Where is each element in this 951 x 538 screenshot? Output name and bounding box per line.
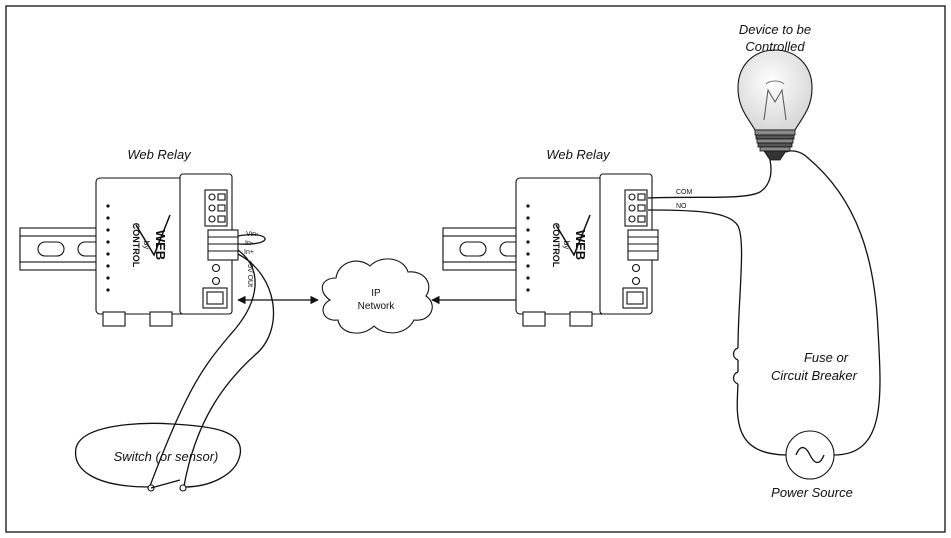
logo-right: WEB by CONTROL (551, 214, 591, 268)
web-relay-left: WEB by CONTROL (19, 173, 239, 327)
logo-text-right: WEB (573, 230, 588, 260)
svg-text:by: by (142, 241, 151, 249)
network-label-2: Network (358, 301, 396, 312)
logo-left: WEB by CONTROL (131, 214, 171, 268)
device-label-2: Controlled (745, 39, 805, 54)
label-com: COM (676, 189, 693, 196)
power-source (785, 430, 835, 480)
led-dots-right (526, 204, 530, 292)
relay-left-title: Web Relay (127, 147, 192, 162)
fuse-label-2: Circuit Breaker (771, 368, 858, 383)
terminal-block-left (202, 189, 239, 309)
svg-text:by: by (562, 241, 571, 249)
power-source-label: Power Source (771, 485, 853, 500)
wire-return (785, 150, 881, 456)
fuse-breaker (732, 347, 787, 456)
svg-text:CONTROL: CONTROL (551, 223, 561, 268)
fuse-label-1: Fuse or (804, 350, 849, 365)
lightbulb-icon (737, 49, 813, 161)
switch-label: Switch (or sensor) (114, 449, 219, 464)
led-dots-left (106, 204, 110, 292)
web-relay-right: WEB by CONTROL (442, 173, 659, 327)
logo-text-left: WEB (153, 230, 168, 260)
wire-in-minus (183, 253, 275, 487)
svg-text:CONTROL: CONTROL (131, 223, 141, 268)
wire-no (647, 209, 743, 349)
switch-sensor (74, 422, 241, 492)
label-5v-out: +5V OUt (246, 260, 253, 287)
label-no: NO (676, 203, 687, 210)
device-label-1: Device to be (739, 22, 811, 37)
wire-vin-loop (237, 234, 266, 245)
terminal-block-right (622, 189, 659, 309)
wire-com (647, 159, 772, 199)
wire-in-plus (149, 249, 256, 487)
label-in-plus: In+ (244, 249, 254, 256)
network-label-1: IP (371, 288, 381, 299)
ip-network-cloud (321, 258, 433, 334)
diagram-frame (5, 5, 946, 533)
relay-right-title: Web Relay (546, 147, 611, 162)
